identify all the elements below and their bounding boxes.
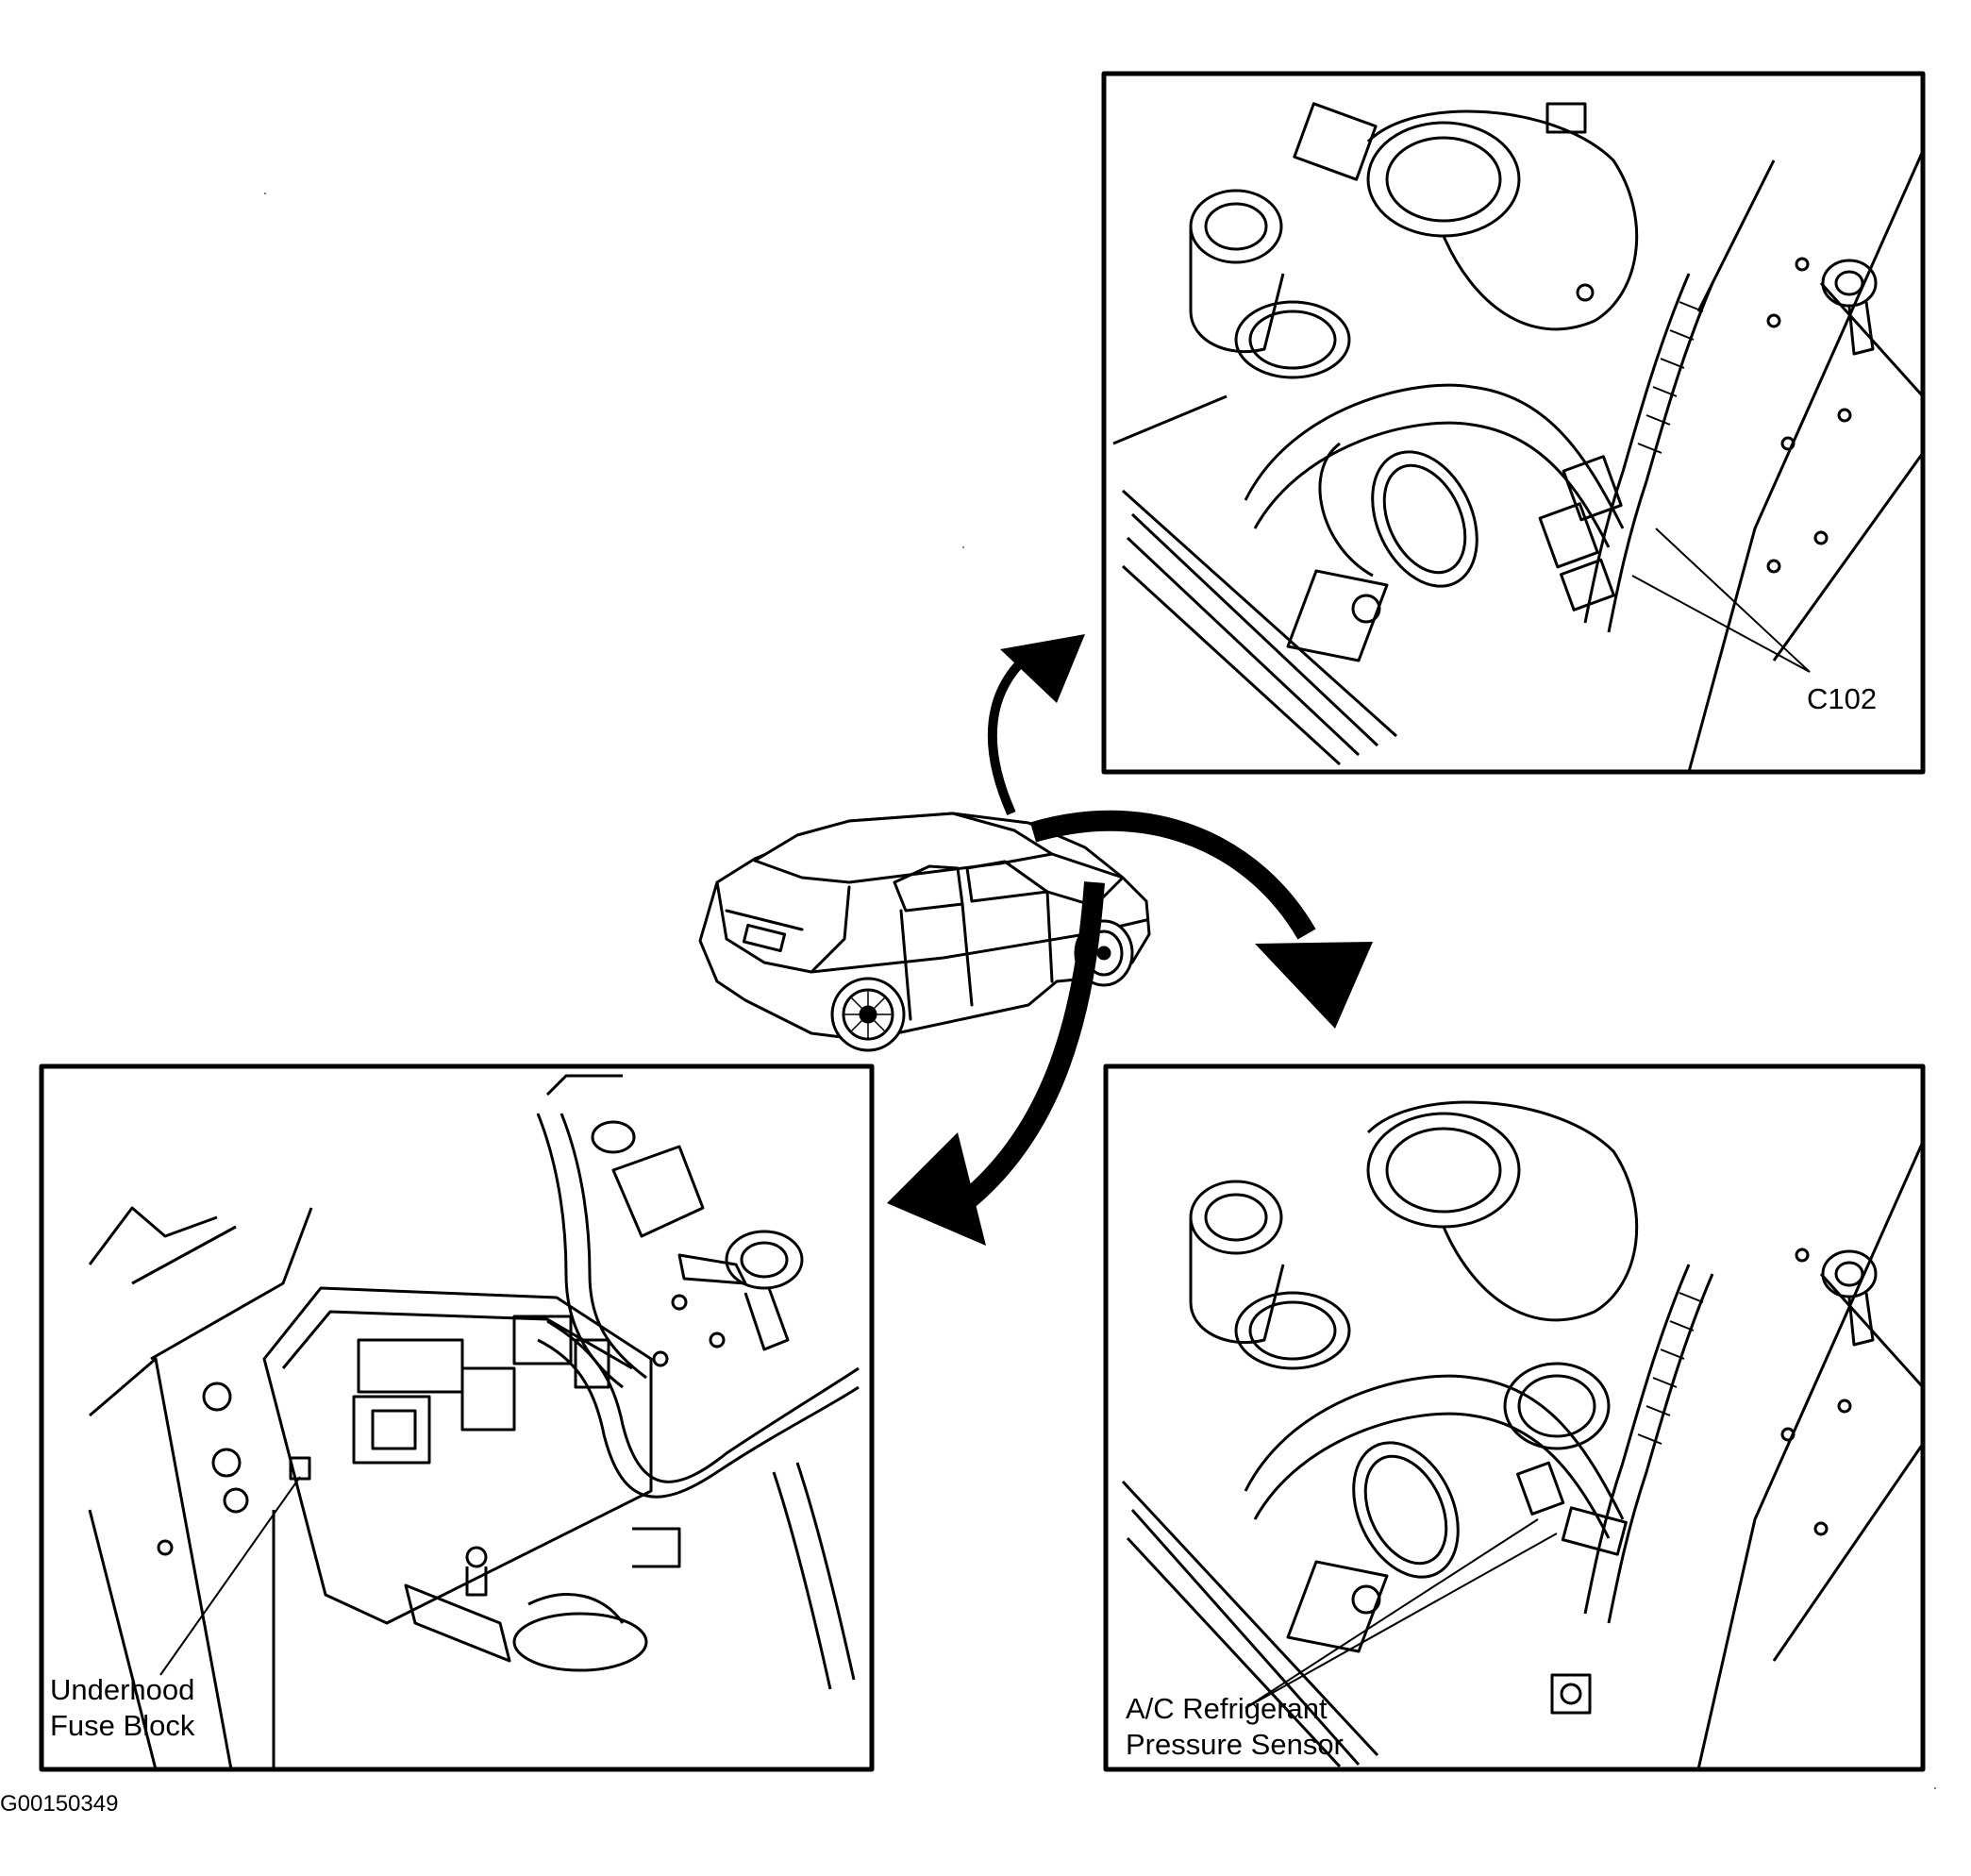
panel-fuse-block — [39, 1064, 875, 1772]
figure-id-label: G00150349 — [0, 1786, 118, 1822]
c102-label: C102 — [1807, 682, 1878, 715]
underhood-fuse-block-callout-label: Underhood Fuse Block — [50, 1672, 194, 1744]
arrow-to-fuse-block-view — [887, 881, 1105, 1246]
ac-pressure-sensor-callout-label: A/C Refrigerant Pressure Sensor — [1126, 1691, 1344, 1763]
underhood-fuse-block-line2: Fuse Block — [50, 1709, 195, 1742]
underhood-fuse-block-line1: Underhood — [50, 1673, 195, 1706]
register-marks — [264, 193, 1936, 1789]
ac-pressure-sensor-line2: Pressure Sensor — [1126, 1728, 1344, 1761]
panel-ac-sensor — [1103, 1064, 1926, 1772]
arrow-to-ac-sensor-view — [1029, 810, 1373, 1029]
c102-callout-label: C102 — [1807, 681, 1877, 717]
arrow-to-c102-view — [987, 634, 1085, 816]
figure-id-text: G00150349 — [0, 1791, 119, 1817]
ac-pressure-sensor-line1: A/C Refrigerant — [1126, 1692, 1328, 1725]
panel-c102 — [1101, 71, 1926, 775]
